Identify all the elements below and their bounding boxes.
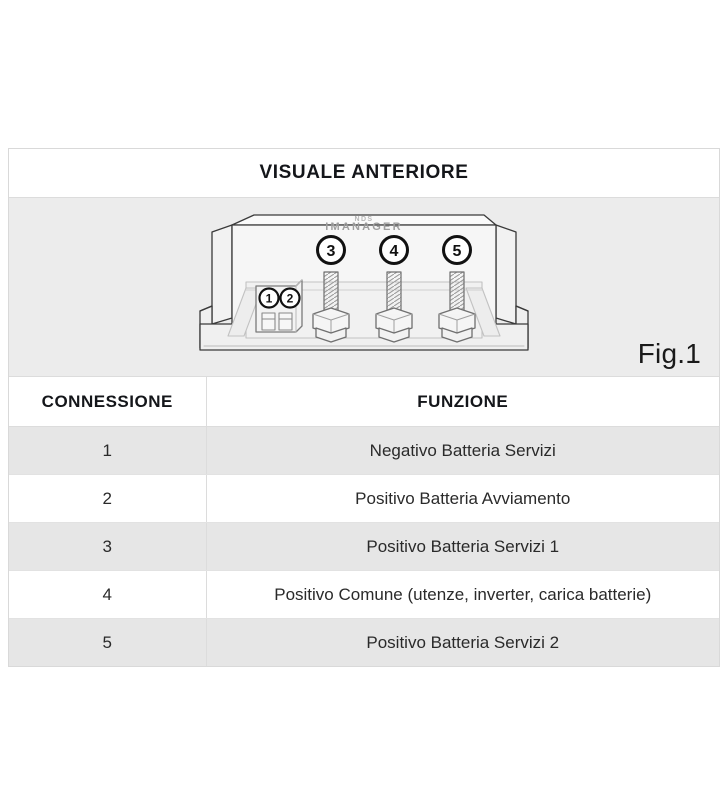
table-body: 1 Negativo Batteria Servizi 2 Positivo B… xyxy=(9,426,719,666)
figure-title-bar: VISUALE ANTERIORE xyxy=(9,149,719,198)
table-row: 2 Positivo Batteria Avviamento xyxy=(9,474,719,523)
terminal-badge-1-label: 1 xyxy=(266,292,273,306)
connection-function-table: CONNESSIONE FUNZIONE 1 Negativo Batteria… xyxy=(9,377,719,666)
cell-function: Positivo Comune (utenze, inverter, caric… xyxy=(206,570,719,619)
figure-panel: NDS IMANAGER xyxy=(9,198,719,377)
terminal-badge-3: 3 xyxy=(316,235,346,265)
terminal-badge-5-label: 5 xyxy=(453,243,462,260)
terminal-badge-4: 4 xyxy=(379,235,409,265)
cell-connection: 3 xyxy=(9,522,207,571)
terminal-badge-1: 1 xyxy=(258,287,280,309)
page-title: VISUALE ANTERIORE xyxy=(259,162,469,183)
cell-connection: 2 xyxy=(9,474,207,523)
svg-text:NDS: NDS xyxy=(355,216,374,223)
table-row: 5 Positivo Batteria Servizi 2 xyxy=(9,618,719,666)
cell-function: Negativo Batteria Servizi xyxy=(206,426,719,475)
terminal-badge-2-label: 2 xyxy=(287,292,294,306)
figure-caption: Fig.1 xyxy=(637,338,701,369)
cell-connection: 5 xyxy=(9,618,207,666)
cell-connection: 4 xyxy=(9,570,207,619)
cell-connection: 1 xyxy=(9,426,207,475)
column-header-connessione: CONNESSIONE xyxy=(9,377,207,427)
terminal-badge-2: 2 xyxy=(279,287,301,309)
device-logo: NDS IMANAGER xyxy=(325,216,403,233)
terminal-badges: 1 2 3 4 5 xyxy=(258,235,472,309)
terminal-badge-4-label: 4 xyxy=(390,243,399,260)
device-front-view-illustration: NDS IMANAGER xyxy=(199,214,529,351)
svg-text:IMANAGER: IMANAGER xyxy=(325,221,403,233)
cell-function: Positivo Batteria Avviamento xyxy=(206,474,719,523)
cell-function: Positivo Batteria Servizi 2 xyxy=(206,618,719,666)
table-row: 4 Positivo Comune (utenze, inverter, car… xyxy=(9,570,719,619)
table-row: 1 Negativo Batteria Servizi xyxy=(9,426,719,475)
cell-function: Positivo Batteria Servizi 1 xyxy=(206,522,719,571)
table-row: 3 Positivo Batteria Servizi 1 xyxy=(9,522,719,571)
stud-terminal-5 xyxy=(438,271,476,343)
column-header-funzione: FUNZIONE xyxy=(206,377,719,427)
stud-terminal-3 xyxy=(312,271,350,343)
stud-terminal-4 xyxy=(375,271,413,343)
figure-table-card: VISUALE ANTERIORE xyxy=(8,148,720,667)
table-header-row: CONNESSIONE FUNZIONE xyxy=(9,377,719,427)
terminal-badge-5: 5 xyxy=(442,235,472,265)
terminal-badge-3-label: 3 xyxy=(327,243,336,260)
